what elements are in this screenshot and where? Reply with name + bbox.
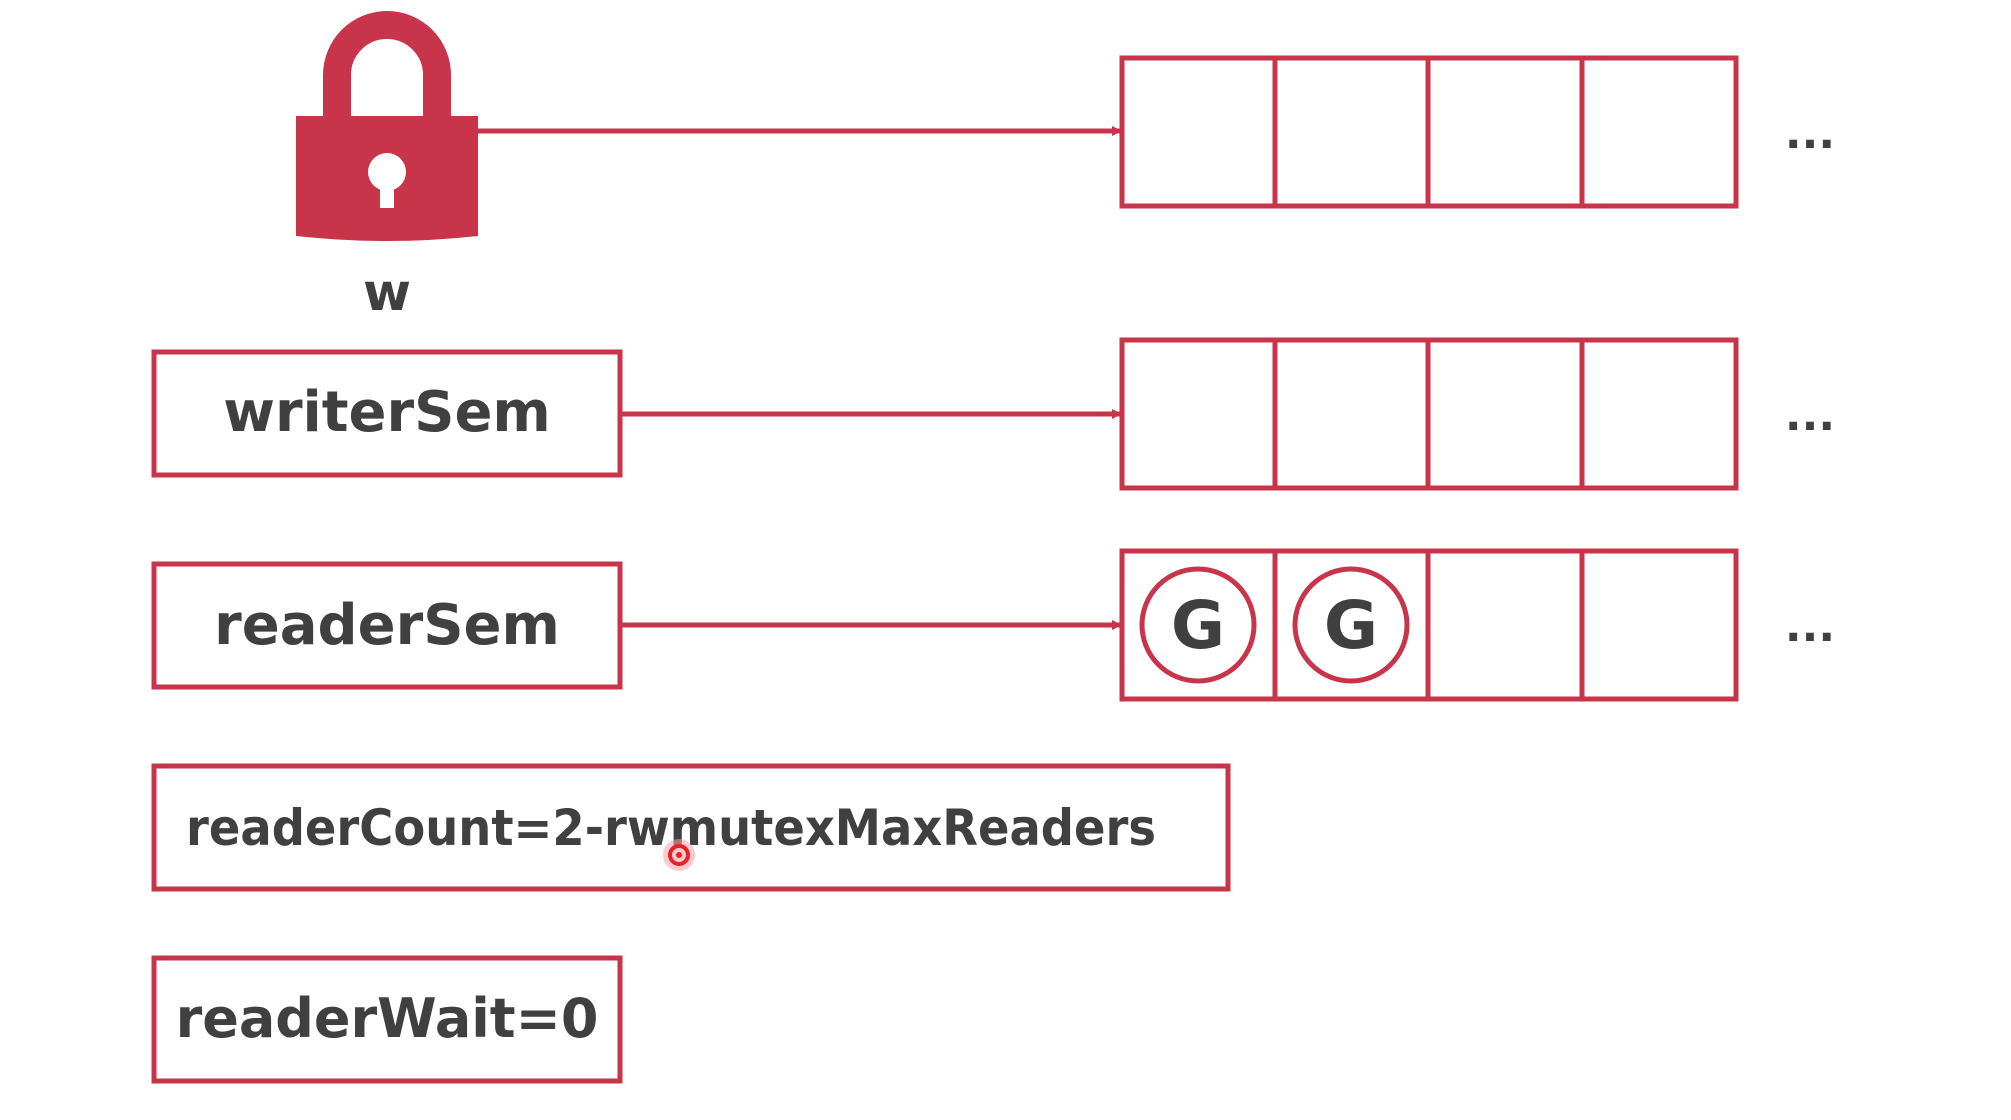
reader-queue-ellipsis: ...: [1785, 601, 1835, 652]
reader-count-box: [151, 763, 1231, 892]
reader-sem-label: readerSem: [214, 593, 560, 658]
writer-queue: [1119, 337, 1739, 491]
reader-wait-box: [151, 955, 623, 1084]
reader-wait-label: readerWait=0: [176, 987, 599, 1050]
lock-queue: [1119, 55, 1739, 209]
writer-sem-label: writerSem: [223, 380, 551, 445]
lock-queue-ellipsis: ...: [1785, 108, 1835, 159]
cursor-dot-icon: [663, 839, 695, 871]
lock-label: w: [363, 263, 411, 323]
goroutine-label: G: [1171, 587, 1225, 664]
lock-icon: [296, 11, 478, 241]
writer-queue-ellipsis: ...: [1785, 390, 1835, 441]
goroutine-node: G: [1292, 566, 1410, 684]
reader-queue: G G: [1119, 548, 1739, 702]
goroutine-label: G: [1324, 587, 1378, 664]
goroutine-node: G: [1139, 566, 1257, 684]
